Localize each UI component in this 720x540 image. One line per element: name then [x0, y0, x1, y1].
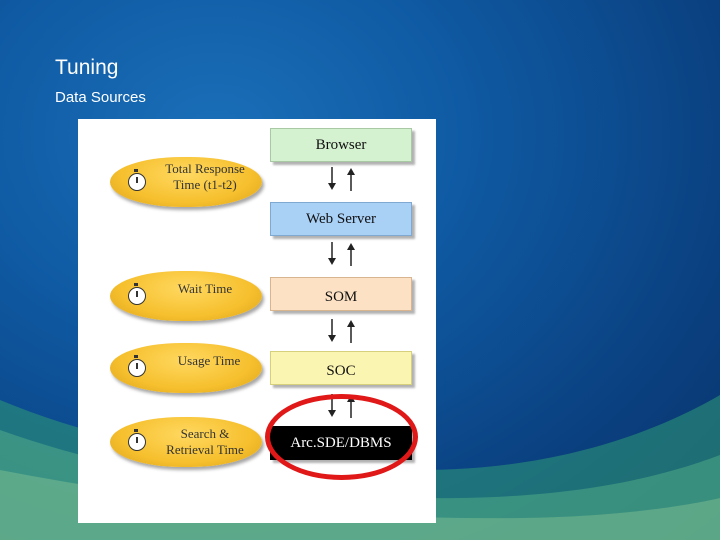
request-response-arrows [328, 167, 355, 191]
som-box: SOM [270, 277, 412, 311]
slide-subtitle: Data Sources [55, 89, 146, 106]
oval-label-line2: Retrieval Time [166, 442, 244, 457]
slide-title: Tuning [55, 56, 119, 79]
stopwatch-icon [128, 169, 146, 191]
stopwatch-icon [128, 429, 146, 451]
oval-label-line1: Wait Time [177, 281, 233, 296]
stopwatch-icon [128, 355, 146, 377]
oval-label-line1: Search & [180, 426, 230, 441]
diagram-panel: Total Response Time (t1-t2) Wait Time Us… [78, 119, 436, 523]
total-response-time-oval: Total Response Time (t1-t2) [110, 157, 262, 207]
web-server-box: Web Server [270, 202, 412, 236]
oval-label-line1: Usage Time [177, 353, 241, 368]
highlight-ring [265, 394, 418, 480]
browser-box: Browser [270, 128, 412, 162]
usage-time-oval: Usage Time [110, 343, 262, 393]
search-retrieval-time-oval: Search & Retrieval Time [110, 417, 262, 467]
request-response-arrows [328, 242, 355, 266]
wait-time-oval: Wait Time [110, 271, 262, 321]
stopwatch-icon [128, 283, 146, 305]
soc-box: SOC [270, 351, 412, 385]
oval-label-line2: Time (t1-t2) [173, 177, 237, 192]
request-response-arrows [328, 319, 355, 343]
oval-label-line1: Total Response [165, 161, 245, 176]
